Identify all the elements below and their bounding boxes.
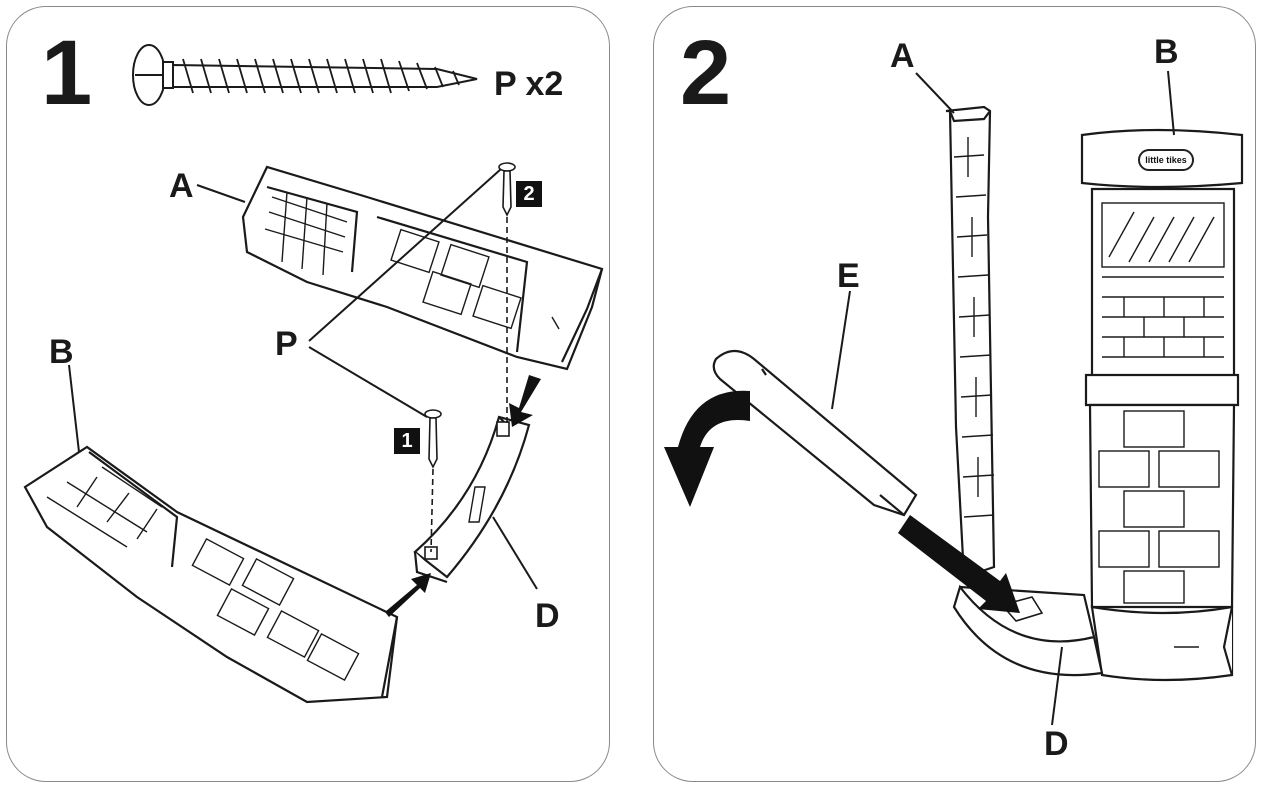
screw-icon bbox=[132, 44, 478, 106]
step-1-illustration bbox=[23, 44, 604, 704]
brand-logo: little tikes bbox=[1138, 149, 1194, 171]
step-badge-1: 1 bbox=[394, 428, 420, 454]
label-d: D bbox=[1044, 725, 1069, 763]
step-2-illustration bbox=[664, 70, 1244, 726]
step-number: 1 bbox=[41, 22, 92, 124]
screw-quantity-label: P x2 bbox=[494, 65, 564, 103]
label-b: B bbox=[1154, 33, 1179, 71]
small-screw-icon bbox=[424, 162, 516, 469]
label-b: B bbox=[49, 333, 74, 371]
part-d-connector bbox=[413, 415, 531, 584]
rotate-arrow-icon bbox=[664, 390, 750, 507]
label-a: A bbox=[890, 37, 915, 75]
label-p: P bbox=[275, 325, 298, 363]
step-2-panel: 2 bbox=[653, 6, 1256, 782]
step-number: 2 bbox=[680, 22, 731, 124]
part-a-wall bbox=[241, 165, 604, 371]
part-a-post bbox=[945, 105, 996, 579]
step-1-panel: 1 P x2 bbox=[6, 6, 610, 782]
arrow-icon bbox=[385, 375, 541, 617]
step-badge-2: 2 bbox=[516, 181, 542, 207]
part-d-base bbox=[952, 584, 1104, 677]
label-e: E bbox=[837, 257, 860, 295]
label-d: D bbox=[535, 597, 560, 635]
part-b-wall bbox=[23, 445, 399, 704]
arrow-icon bbox=[898, 515, 1020, 613]
label-a: A bbox=[169, 167, 194, 205]
part-b-tower bbox=[1080, 128, 1244, 682]
part-e-bar bbox=[712, 349, 918, 517]
